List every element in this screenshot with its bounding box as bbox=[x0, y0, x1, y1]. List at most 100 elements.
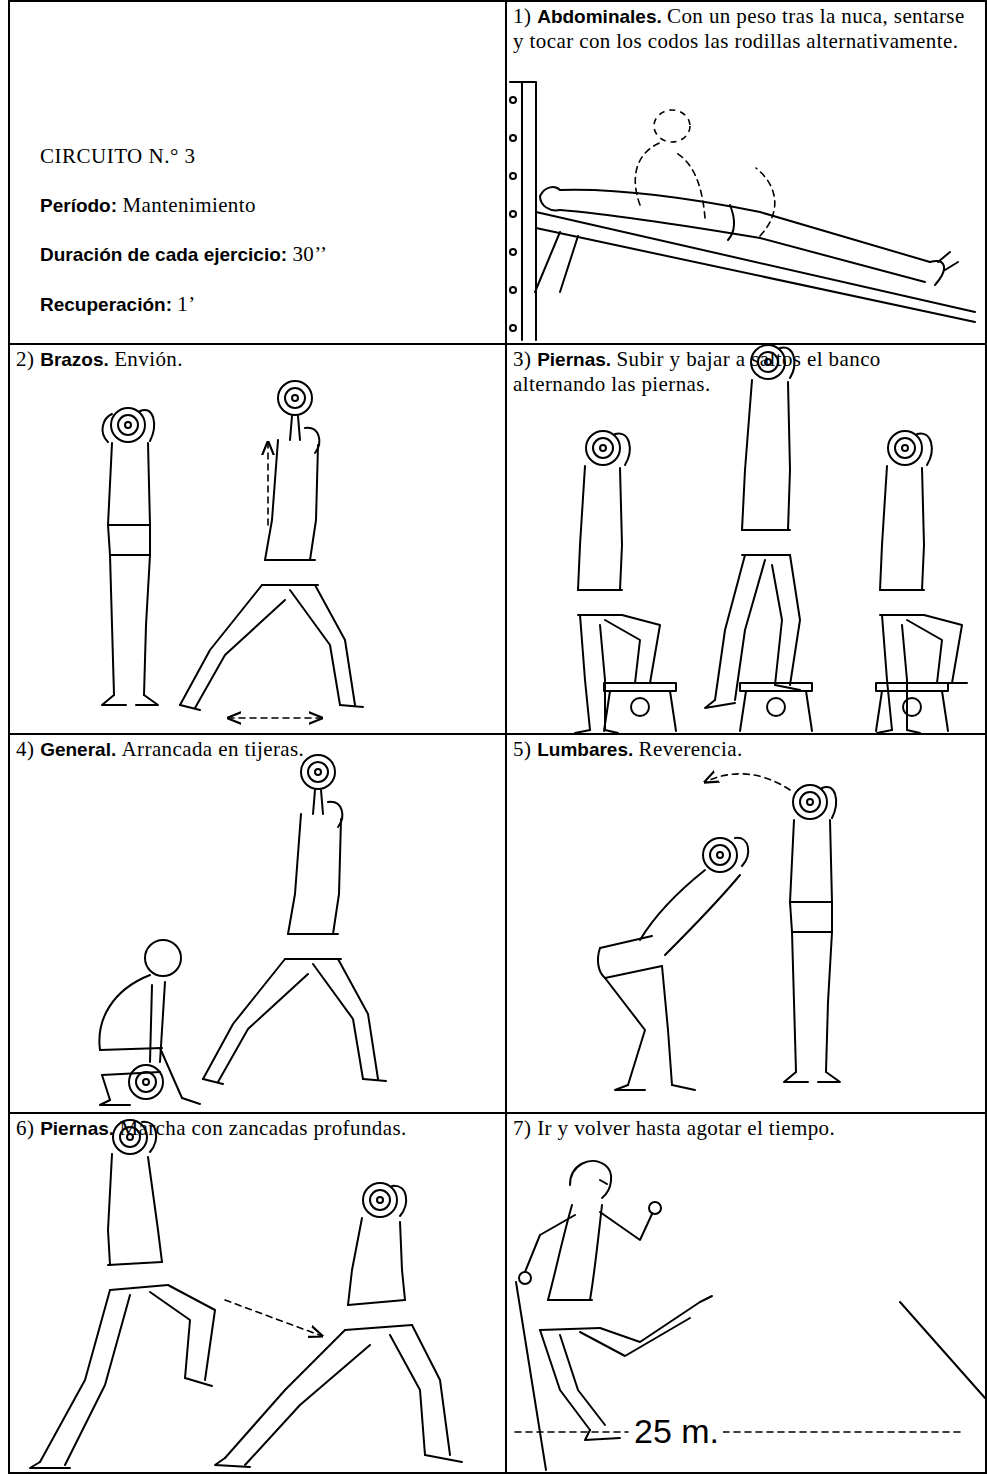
snatch-illustration bbox=[129, 1065, 163, 1099]
step-jump-illustration bbox=[575, 431, 665, 733]
good-morning-illustration bbox=[735, 838, 748, 866]
panel-number: 6) bbox=[16, 1116, 34, 1140]
exercise-panel: 3)Piernas.Subir y bajar a saltos el banc… bbox=[505, 343, 987, 735]
exercise-heading: Duración de cada ejercicio: bbox=[40, 244, 287, 265]
shuttle-run-illustration bbox=[600, 1180, 607, 1184]
good-morning-illustration bbox=[615, 1085, 695, 1090]
text-line: 3)Piernas.Subir y bajar a saltos el banc… bbox=[513, 347, 979, 397]
lunge-walk-illustration bbox=[215, 1458, 250, 1467]
shuttle-run-illustration bbox=[515, 1431, 965, 1433]
step-jump-illustration bbox=[876, 683, 948, 731]
jerk-illustration bbox=[102, 408, 158, 705]
snatch-illustration bbox=[100, 1048, 162, 1075]
good-morning-illustration bbox=[598, 948, 605, 978]
panel-text: Reverencia. bbox=[639, 737, 743, 761]
shuttle-run-illustration bbox=[548, 1205, 602, 1300]
step-jump-illustration bbox=[705, 685, 800, 708]
lunge-walk-illustration bbox=[390, 1325, 450, 1455]
text-line: 6)Piernas.Marcha con zancadas profundas. bbox=[16, 1116, 499, 1141]
text-line: 2)Brazos.Envión. bbox=[16, 347, 499, 372]
circuit-info-box: CIRCUITO N.° 3 Período:MantenimientoDurac… bbox=[8, 0, 507, 345]
panel-number: 7) bbox=[513, 1116, 531, 1140]
exercise-panel: 7)Ir y volver hasta agotar el tiempo. bbox=[505, 1112, 987, 1474]
shuttle-run-illustration bbox=[700, 1296, 712, 1302]
sit-up-illustration bbox=[510, 97, 516, 103]
exercise-heading: Lumbares. bbox=[537, 739, 633, 760]
exercise-panel: 6)Piernas.Marcha con zancadas profundas. bbox=[8, 1112, 507, 1474]
text-line: 4) General. Arrancada en tijeras. bbox=[16, 737, 499, 762]
panel-number: 3) bbox=[513, 347, 531, 371]
step-jump-illustration bbox=[772, 555, 800, 685]
exercise-heading: General. bbox=[40, 739, 116, 760]
exercise-heading: Abdominales. bbox=[537, 6, 662, 27]
lunge-walk-illustration bbox=[30, 1462, 70, 1468]
exercise-panel: 4) General. Arrancada en tijeras. bbox=[8, 733, 507, 1114]
sit-up-illustration bbox=[635, 142, 775, 236]
exercise-heading: Brazos. bbox=[40, 349, 109, 370]
text-line: 1)Abdominales.Con un peso tras la nuca, … bbox=[513, 4, 979, 54]
good-morning-illustration bbox=[705, 774, 790, 790]
shuttle-run-illustration bbox=[540, 1330, 605, 1430]
panel-number: 4) bbox=[16, 737, 34, 761]
sit-up-illustration bbox=[510, 82, 536, 340]
shuttle-run-illustration bbox=[516, 1282, 985, 1470]
step-jump-illustration bbox=[877, 431, 967, 733]
exercise-heading: Recuperación: bbox=[40, 294, 172, 315]
snatch-illustration bbox=[145, 940, 181, 976]
snatch-illustration bbox=[99, 975, 150, 1050]
jerk-illustration bbox=[102, 381, 363, 718]
lunge-walk-illustration bbox=[392, 1186, 406, 1216]
lunge-walk-illustration bbox=[225, 1330, 370, 1465]
sit-up-illustration bbox=[510, 249, 516, 255]
panel-text: Arrancada en tijeras. bbox=[122, 737, 305, 761]
panel-text: Mantenimiento bbox=[122, 193, 256, 217]
jerk-illustration bbox=[180, 381, 363, 710]
shuttle-run-illustration bbox=[519, 1272, 531, 1284]
snatch-illustration bbox=[100, 1098, 200, 1105]
panel-text: Ir y volver hasta agotar el tiempo. bbox=[537, 1116, 835, 1140]
sit-up-illustration bbox=[540, 187, 560, 210]
good-morning-illustration bbox=[640, 870, 740, 955]
step-jump-illustration bbox=[742, 380, 790, 530]
good-morning-illustration bbox=[598, 774, 840, 1090]
step-jump-illustration bbox=[575, 345, 967, 733]
lunge-walk-illustration bbox=[345, 1300, 412, 1330]
lunge-walk-illustration bbox=[108, 1154, 162, 1265]
shuttle-run-illustration bbox=[570, 1161, 611, 1198]
sit-up-illustration bbox=[728, 205, 734, 240]
panel-number: 2) bbox=[16, 347, 34, 371]
shuttle-run-illustration bbox=[515, 1161, 985, 1470]
jerk-illustration bbox=[102, 414, 112, 442]
sit-up-illustration bbox=[510, 173, 516, 179]
shuttle-run-illustration bbox=[649, 1202, 661, 1214]
sit-up-illustration bbox=[510, 135, 516, 141]
shuttle-run-illustration bbox=[580, 1302, 700, 1356]
text-line: CIRCUITO N.° 3 bbox=[40, 144, 485, 169]
step-jump-illustration bbox=[742, 530, 790, 555]
good-morning-illustration bbox=[703, 838, 737, 872]
lunge-walk-illustration bbox=[30, 1120, 462, 1468]
step-jump-illustration bbox=[715, 555, 765, 700]
good-morning-illustration bbox=[605, 966, 672, 1085]
sit-up-illustration bbox=[930, 252, 958, 285]
shuttle-run-illustration bbox=[525, 1212, 652, 1272]
snatch-illustration bbox=[102, 1048, 182, 1100]
snatch-illustration bbox=[203, 755, 386, 1084]
lunge-walk-illustration bbox=[40, 1290, 130, 1465]
text-line: 7)Ir y volver hasta agotar el tiempo. bbox=[513, 1116, 979, 1141]
step-jump-illustration bbox=[740, 683, 812, 731]
sit-up-illustration bbox=[510, 325, 516, 331]
text-line: Duración de cada ejercicio:30’’ bbox=[40, 242, 485, 267]
exercise-heading: Piernas. bbox=[40, 1118, 114, 1139]
exercise-panel: 2)Brazos.Envión. bbox=[8, 343, 507, 735]
lunge-walk-illustration bbox=[150, 1285, 215, 1380]
text-line: 5) Lumbares. Reverencia. bbox=[513, 737, 979, 762]
jerk-illustration bbox=[228, 717, 322, 719]
lunge-walk-illustration bbox=[185, 1378, 212, 1386]
sit-up-illustration bbox=[536, 212, 975, 322]
lunge-walk-illustration bbox=[348, 1218, 405, 1305]
exercise-heading: Período: bbox=[40, 195, 117, 216]
panel-text: 30’’ bbox=[292, 242, 327, 266]
panel-number: 5) bbox=[513, 737, 531, 761]
